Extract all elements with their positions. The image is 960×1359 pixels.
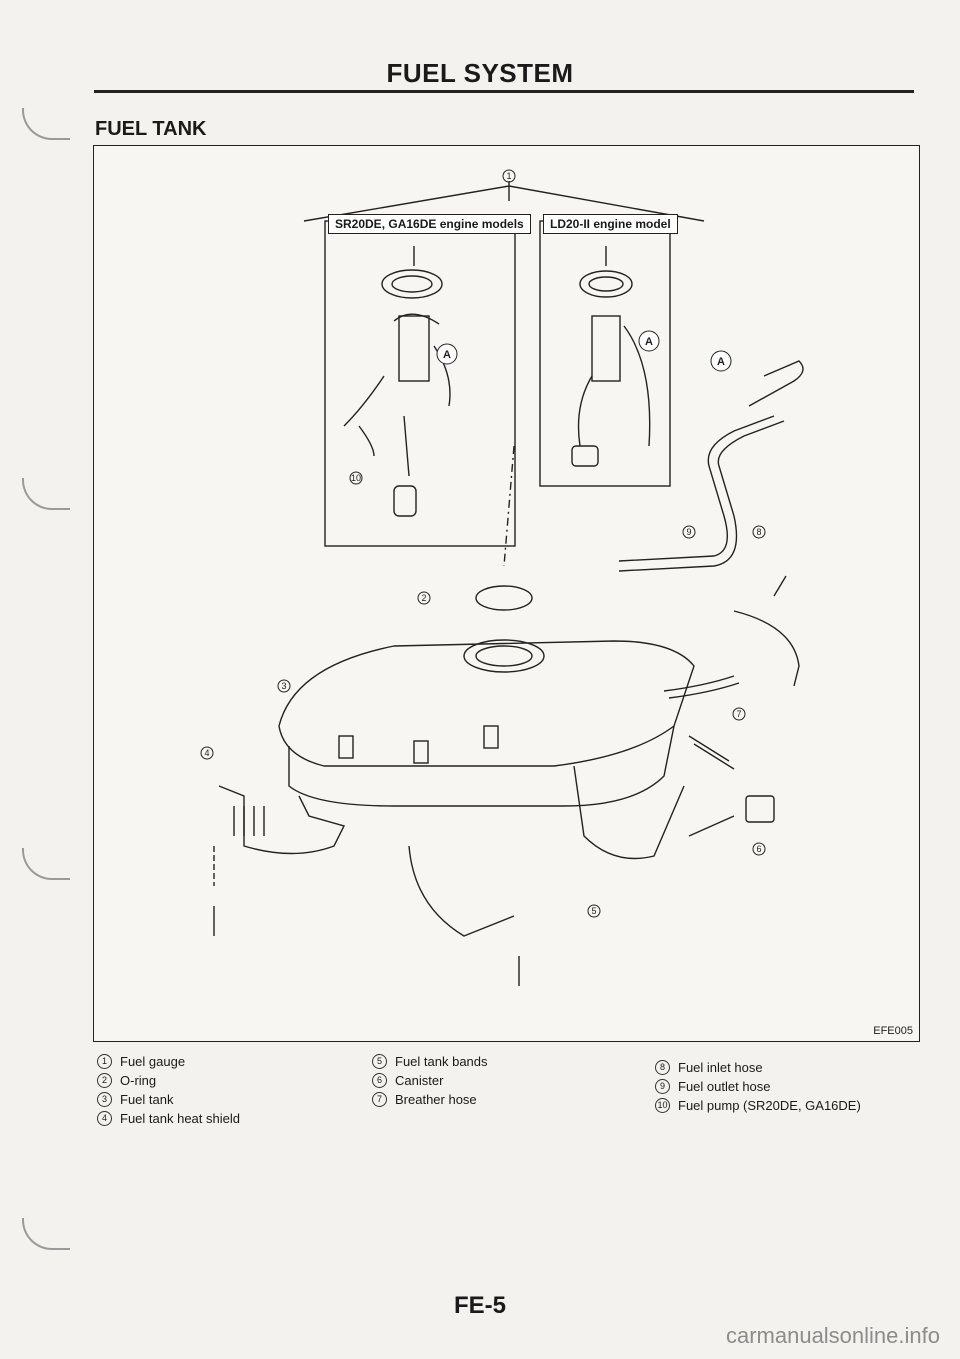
- svg-text:1: 1: [506, 171, 511, 181]
- svg-text:4: 4: [204, 748, 209, 758]
- exploded-diagram: 1 2 3 4 5 6 7 8 9 10 A A A SR20DE, GA16D…: [93, 145, 920, 1042]
- fuel-tank-illustration: 1 2 3 4 5 6 7 8 9 10 A A A: [200, 169, 804, 986]
- legend-column-1: 1 Fuel gauge 2 O-ring 3 Fuel tank 4 Fuel tan…: [97, 1052, 240, 1128]
- legend-label: Fuel pump (SR20DE, GA16DE): [678, 1098, 861, 1113]
- binder-hole: [22, 848, 70, 880]
- legend-number: 5: [372, 1054, 387, 1069]
- binder-hole: [22, 478, 70, 510]
- watermark: carmanualsonline.info: [725, 1323, 940, 1348]
- legend-label: O-ring: [120, 1073, 157, 1088]
- legend-column-2: 5 Fuel tank bands 6 Canister 7 Breather hos…: [372, 1052, 488, 1109]
- legend-number: 10: [655, 1098, 670, 1113]
- callout-a: A: [645, 336, 653, 348]
- legend-label: Fuel outlet hose: [678, 1079, 771, 1094]
- legend-item: 10 Fuel pump (SR20DE, GA16DE): [655, 1096, 861, 1115]
- inset-frame-left: [324, 220, 516, 547]
- legend-item: 2 O-ring: [97, 1071, 240, 1090]
- legend-label: Fuel tank heat shield: [120, 1111, 240, 1126]
- legend-item: 9 Fuel outlet hose: [655, 1077, 861, 1096]
- legend-label: Fuel gauge: [120, 1054, 186, 1069]
- section-title: FUEL TANK: [95, 118, 207, 140]
- legend-number: 3: [97, 1092, 112, 1107]
- svg-text:7: 7: [736, 709, 741, 719]
- svg-text:5: 5: [591, 906, 596, 916]
- svg-text:2: 2: [421, 593, 426, 603]
- inset-label-left: SR20DE, GA16DE engine models: [328, 214, 531, 234]
- legend-item: 5 Fuel tank bands: [372, 1052, 488, 1071]
- legend-item: 7 Breather hose: [372, 1090, 488, 1109]
- binder-hole: [22, 1218, 70, 1250]
- svg-text:8: 8: [756, 527, 761, 537]
- legend-number: 6: [372, 1073, 387, 1088]
- legend-label: Canister: [395, 1073, 444, 1088]
- legend-label: Fuel tank bands: [395, 1054, 488, 1069]
- legend-item: 3 Fuel tank: [97, 1090, 240, 1109]
- callout-a: A: [717, 356, 725, 368]
- svg-text:9: 9: [686, 527, 691, 537]
- figure-code: EFE005: [873, 1025, 913, 1037]
- legend-item: 1 Fuel gauge: [97, 1052, 240, 1071]
- svg-text:10: 10: [351, 473, 361, 483]
- legend-column-3: 8 Fuel inlet hose 9 Fuel outlet hose 10 Fue…: [655, 1058, 861, 1115]
- binder-hole: [22, 108, 70, 140]
- legend-number: 7: [372, 1092, 387, 1107]
- legend-number: 1: [97, 1054, 112, 1069]
- inset-label-right: LD20-II engine model: [543, 214, 678, 234]
- callout-a: A: [443, 349, 451, 361]
- header-rule: [94, 90, 914, 93]
- legend-number: 9: [655, 1079, 670, 1094]
- legend-number: 8: [655, 1060, 670, 1075]
- legend-item: 4 Fuel tank heat shield: [97, 1109, 240, 1128]
- svg-text:3: 3: [281, 681, 286, 691]
- legend-item: 8 Fuel inlet hose: [655, 1058, 861, 1077]
- legend-label: Fuel inlet hose: [678, 1060, 763, 1075]
- legend-item: 6 Canister: [372, 1071, 488, 1090]
- legend-number: 4: [97, 1111, 112, 1126]
- page-header: FUEL SYSTEM: [386, 58, 574, 88]
- legend-number: 2: [97, 1073, 112, 1088]
- legend-label: Fuel tank: [120, 1092, 174, 1107]
- svg-text:6: 6: [756, 844, 761, 854]
- page-number: FE-5: [453, 1292, 506, 1319]
- legend-label: Breather hose: [395, 1092, 477, 1107]
- inset-frame-right: [539, 220, 671, 487]
